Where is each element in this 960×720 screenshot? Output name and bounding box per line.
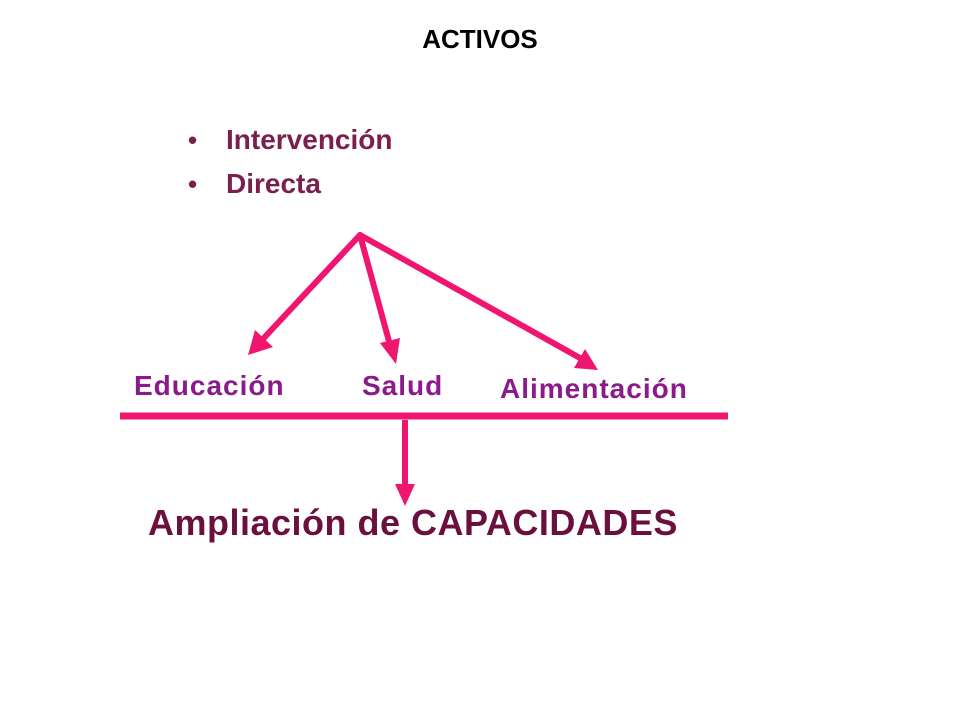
arrow-to-educacion xyxy=(259,232,363,343)
bullet-dot: • xyxy=(188,125,198,155)
node-salud: Salud xyxy=(362,370,444,401)
bullet-item-intervencion: • Intervención xyxy=(188,118,392,162)
arrow-to-alimentacion xyxy=(357,232,583,361)
arrow-to-salud xyxy=(357,232,393,348)
arrowhead-result xyxy=(395,484,415,506)
arrowhead-educacion xyxy=(248,330,273,355)
slide-title: ACTIVOS xyxy=(422,24,538,54)
bullet-text: Intervención xyxy=(226,124,393,155)
bullet-list: • Intervención • Directa xyxy=(188,118,392,206)
bullet-item-directa: • Directa xyxy=(188,162,392,206)
result-text: Ampliación de CAPACIDADES xyxy=(148,502,678,543)
arrowhead-alimentacion xyxy=(574,349,598,370)
node-alimentacion: Alimentación xyxy=(500,373,688,404)
node-educacion: Educación xyxy=(134,370,285,401)
bullet-text: Directa xyxy=(226,168,321,199)
arrowhead-salud xyxy=(380,338,400,364)
bullet-dot: • xyxy=(188,169,198,199)
